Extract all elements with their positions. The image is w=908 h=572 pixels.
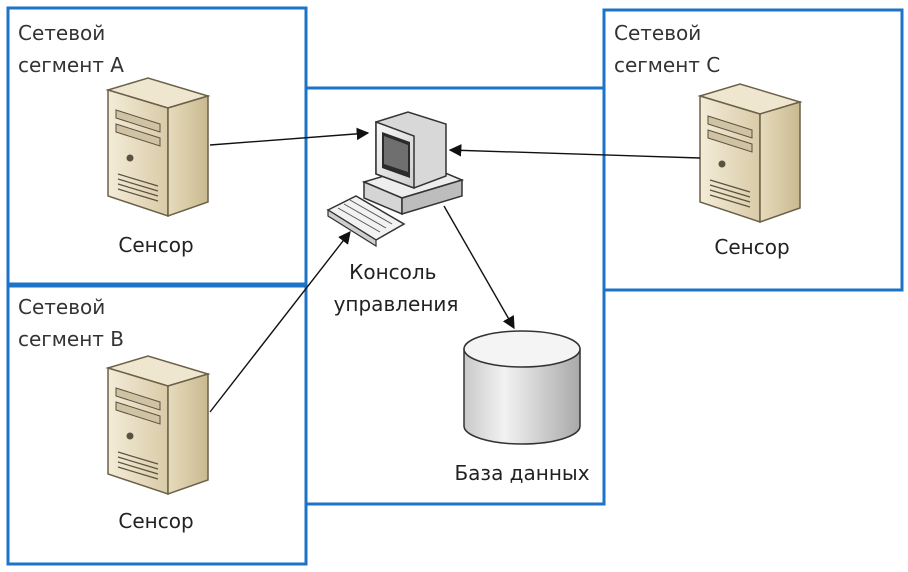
arrow-sensor-a-to-console — [209, 127, 370, 146]
sensor-a-label: Сенсор — [118, 233, 193, 257]
sensor-c-server-icon — [699, 83, 801, 223]
segment-c-title: Сетевой сегмент С — [614, 21, 720, 77]
management-console-icon — [326, 111, 465, 248]
sensor-c-label: Сенсор — [714, 235, 789, 259]
database-label: База данных — [454, 461, 589, 485]
sensor-b-label: Сенсор — [118, 509, 193, 533]
console-area-box — [304, 86, 606, 506]
arrow-sensor-c-to-console — [448, 144, 701, 159]
database-icon — [463, 330, 581, 445]
segment-a-title: Сетевой сегмент А — [18, 21, 124, 77]
arrow-console-to-database — [443, 205, 515, 330]
sensor-a-server-icon — [107, 77, 209, 217]
segment-b-title: Сетевой сегмент В — [18, 295, 124, 351]
segment-c-box — [602, 8, 904, 292]
arrow-sensor-b-to-console — [209, 231, 351, 413]
console-label: Консоль управления — [334, 260, 459, 316]
sensor-b-server-icon — [107, 355, 209, 495]
